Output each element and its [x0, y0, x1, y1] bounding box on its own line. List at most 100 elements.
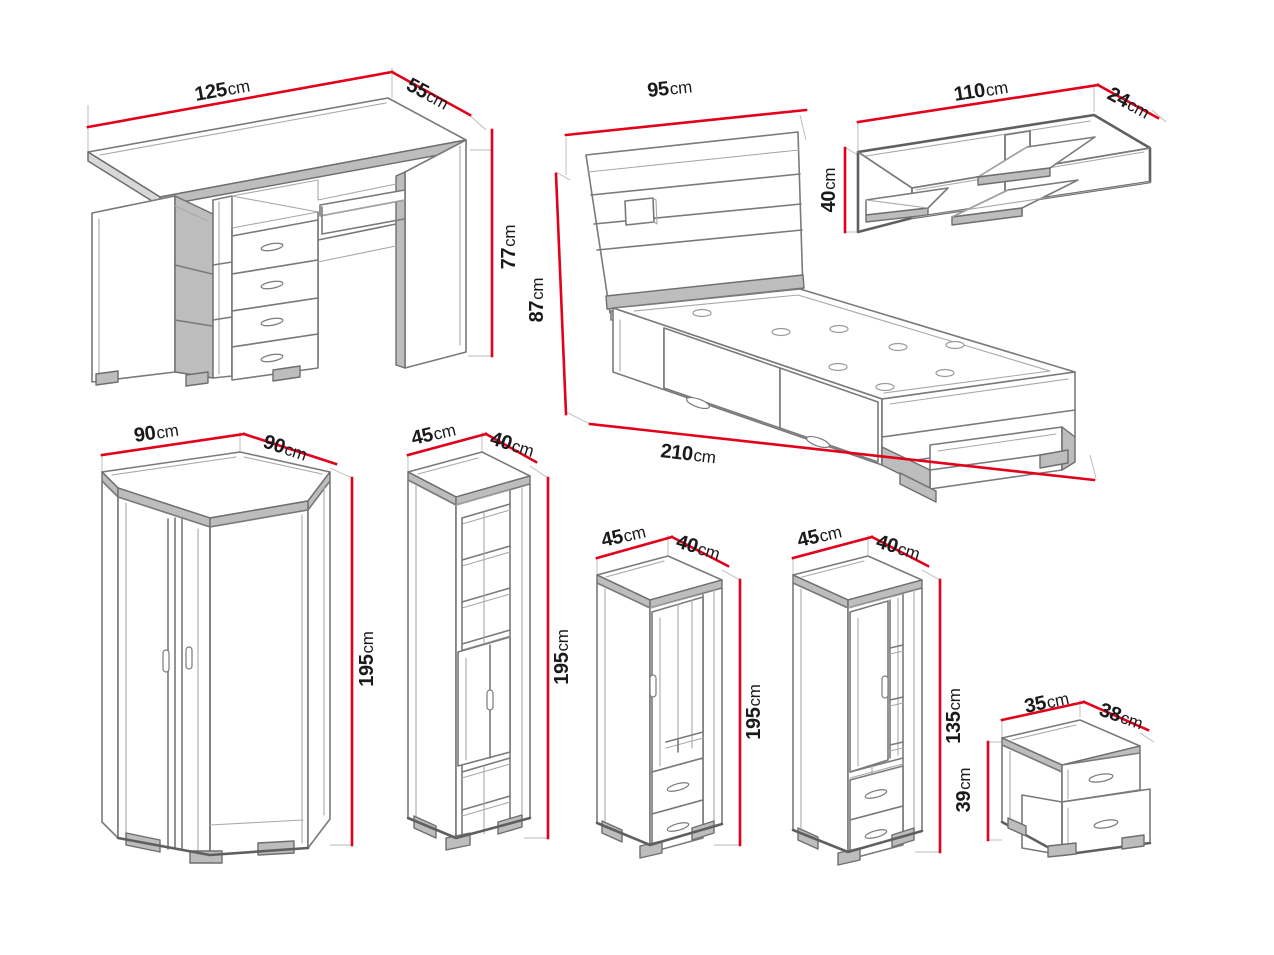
svg-text:195cm: 195cm — [743, 684, 765, 739]
wall-shelf-label-height: 40cm — [818, 168, 840, 213]
tall-shelf-dimension-lines — [406, 432, 550, 840]
cabinet-low-feet — [791, 827, 924, 866]
item-cabinet-low — [791, 535, 942, 866]
svg-text:40cm: 40cm — [818, 168, 840, 213]
wardrobe-tall-front — [649, 589, 715, 853]
cabinet-low-drawers — [849, 765, 904, 860]
desk-keyboard-shelf — [319, 189, 406, 235]
item-wall-shelf — [843, 83, 1167, 234]
tall-shelf-lower-shelves — [461, 757, 511, 835]
desk-left-cabinet — [91, 195, 214, 383]
tall-shelf-label-depth: 40cm — [488, 428, 537, 462]
svg-text:90cm: 90cm — [133, 419, 180, 447]
svg-text:195cm: 195cm — [551, 629, 573, 684]
svg-text:87cm: 87cm — [526, 278, 548, 323]
bed-front-side — [612, 307, 883, 466]
nightstand-label-width: 35cm — [1022, 687, 1070, 718]
wall-shelf-dimension-lines — [843, 83, 1160, 234]
bed-feet — [899, 449, 1069, 503]
svg-text:195cm: 195cm — [356, 631, 378, 686]
corner-wardrobe-feet — [116, 832, 310, 864]
desk-center-divider — [212, 195, 233, 379]
corner-wardrobe-doors — [162, 517, 304, 856]
svg-text:135cm: 135cm — [943, 688, 965, 743]
wardrobe-tall-label-width: 45cm — [599, 520, 648, 552]
bed-label-height: 87cm — [526, 278, 548, 323]
svg-text:210cm: 210cm — [659, 440, 717, 468]
svg-text:35cm: 35cm — [1022, 687, 1070, 718]
cabinet-low-extension-lines — [792, 535, 941, 853]
cabinet-low-label-depth: 40cm — [874, 531, 923, 565]
bed-extension-lines — [555, 114, 1097, 479]
wall-shelf-extension-lines — [845, 87, 1167, 233]
svg-text:39cm: 39cm — [953, 768, 975, 813]
desk-top — [87, 97, 467, 207]
cabinet-low-display-shelves — [889, 597, 904, 759]
svg-text:45cm: 45cm — [599, 520, 648, 552]
desk-label-width: 125cm — [193, 74, 251, 106]
cabinet-low-front — [847, 589, 915, 860]
cabinet-low-door — [849, 600, 889, 773]
nightstand-base — [1000, 817, 1152, 858]
item-bed — [554, 108, 1097, 503]
desk-dimension-lines — [86, 70, 494, 358]
svg-text:24cm: 24cm — [1104, 83, 1154, 123]
item-nightstand — [986, 700, 1155, 858]
tall-shelf-label-width: 45cm — [409, 418, 458, 450]
item-wardrobe-tall — [595, 535, 742, 859]
tall-shelf-door — [457, 636, 511, 767]
nightstand-extension-lines — [988, 700, 1155, 841]
corner-wardrobe-right-panel — [307, 480, 331, 849]
tall-shelf-label-height: 195cm — [551, 629, 573, 684]
svg-text:110cm: 110cm — [952, 76, 1009, 106]
item-desk — [86, 68, 494, 387]
wardrobe-tall-dimension-lines — [595, 535, 742, 847]
corner-wardrobe-body-left — [117, 496, 211, 856]
bed-mattress-platform — [612, 288, 1076, 400]
svg-text:40cm: 40cm — [874, 531, 923, 565]
corner-wardrobe-label-width: 90cm — [133, 419, 180, 447]
corner-wardrobe-body-right — [209, 509, 309, 856]
svg-text:55cm: 55cm — [403, 74, 453, 114]
cabinet-low-top — [792, 555, 923, 609]
corner-wardrobe-dimension-lines — [100, 432, 354, 847]
tall-shelf-top — [407, 451, 531, 506]
corner-wardrobe-label-height: 195cm — [356, 631, 378, 686]
wall-shelf-label-width: 110cm — [952, 76, 1009, 106]
wardrobe-tall-feet — [595, 820, 724, 859]
bed-dimension-lines — [554, 108, 1096, 482]
wardrobe-tall-interior — [665, 599, 704, 753]
desk-label-height: 77cm — [498, 225, 520, 270]
svg-text:95cm: 95cm — [646, 75, 693, 102]
tall-shelf-left-panel — [407, 479, 457, 839]
wall-shelf-body — [856, 113, 1152, 234]
wardrobe-tall-door — [649, 596, 704, 773]
tall-shelf-feet — [406, 814, 532, 851]
bed-headboard — [585, 131, 805, 321]
wardrobe-tall-drawers — [651, 757, 704, 853]
svg-text:125cm: 125cm — [193, 74, 251, 105]
wall-shelf-label-depth: 24cm — [1104, 83, 1154, 123]
svg-text:45cm: 45cm — [409, 418, 458, 450]
nightstand-label-depth: 38cm — [1096, 699, 1145, 734]
cabinet-low-label-height: 135cm — [943, 688, 965, 743]
bed-label-length: 210cm — [659, 440, 717, 468]
cabinet-low-label-width: 45cm — [795, 522, 843, 552]
wardrobe-tall-label-height: 195cm — [743, 684, 765, 739]
wardrobe-tall-label-depth: 40cm — [674, 531, 723, 565]
svg-text:38cm: 38cm — [1096, 699, 1145, 734]
item-corner-wardrobe — [100, 432, 354, 864]
bed-label-width: 95cm — [646, 75, 693, 102]
svg-text:40cm: 40cm — [674, 531, 723, 565]
desk-right-panel — [395, 139, 467, 369]
item-tall-shelf — [406, 432, 550, 851]
svg-text:77cm: 77cm — [498, 225, 520, 270]
desk-label-depth: 55cm — [403, 74, 453, 114]
corner-wardrobe-left-panel — [101, 480, 119, 839]
nightstand-dimension-lines — [986, 700, 1150, 842]
nightstand-label-height: 39cm — [953, 768, 975, 813]
wardrobe-tall-top — [596, 555, 723, 609]
svg-text:40cm: 40cm — [488, 428, 537, 462]
